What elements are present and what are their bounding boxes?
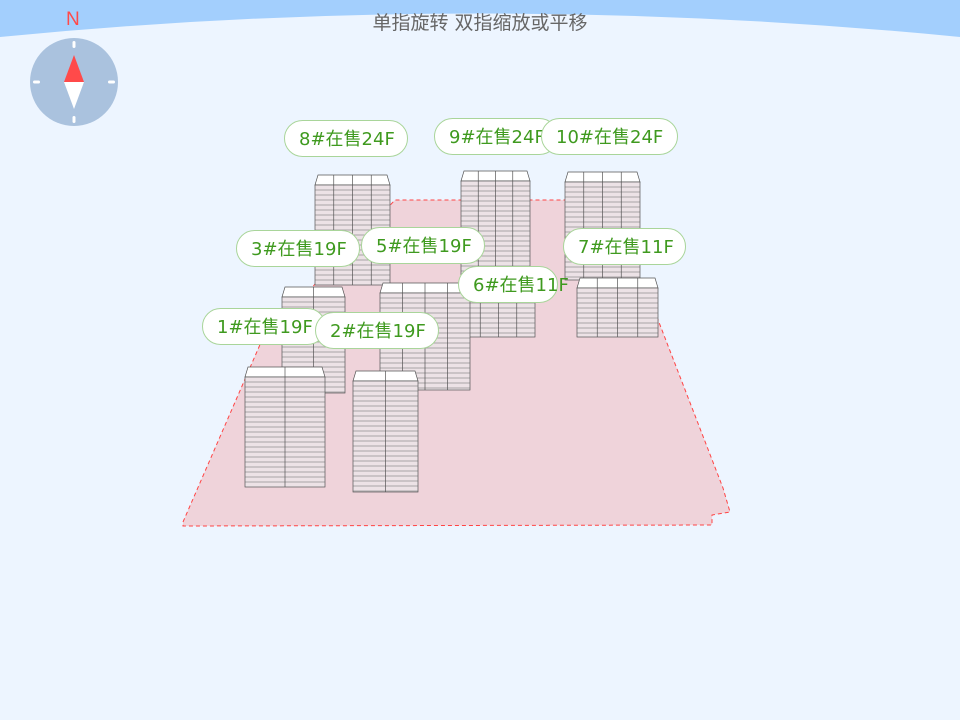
building-7[interactable] <box>576 277 659 338</box>
building-2[interactable] <box>352 370 419 493</box>
gesture-hint: 单指旋转 双指缩放或平移 <box>372 12 588 34</box>
compass-north-label: N <box>66 9 80 30</box>
building-label-8[interactable]: 8#在售24F <box>284 120 408 157</box>
building-label-7[interactable]: 7#在售11F <box>563 228 686 265</box>
building-1[interactable] <box>244 366 326 488</box>
compass-icon[interactable] <box>30 38 118 126</box>
building-label-6[interactable]: 6#在售11F <box>458 266 569 303</box>
building-label-2[interactable]: 2#在售19F <box>315 312 439 349</box>
building-label-9[interactable]: 9#在售24F <box>434 118 558 155</box>
building-label-1[interactable]: 1#在售19F <box>202 308 326 345</box>
building-label-5[interactable]: 5#在售19F <box>361 227 485 264</box>
building-label-3[interactable]: 3#在售19F <box>236 230 360 267</box>
building-label-10[interactable]: 10#在售24F <box>541 118 678 155</box>
